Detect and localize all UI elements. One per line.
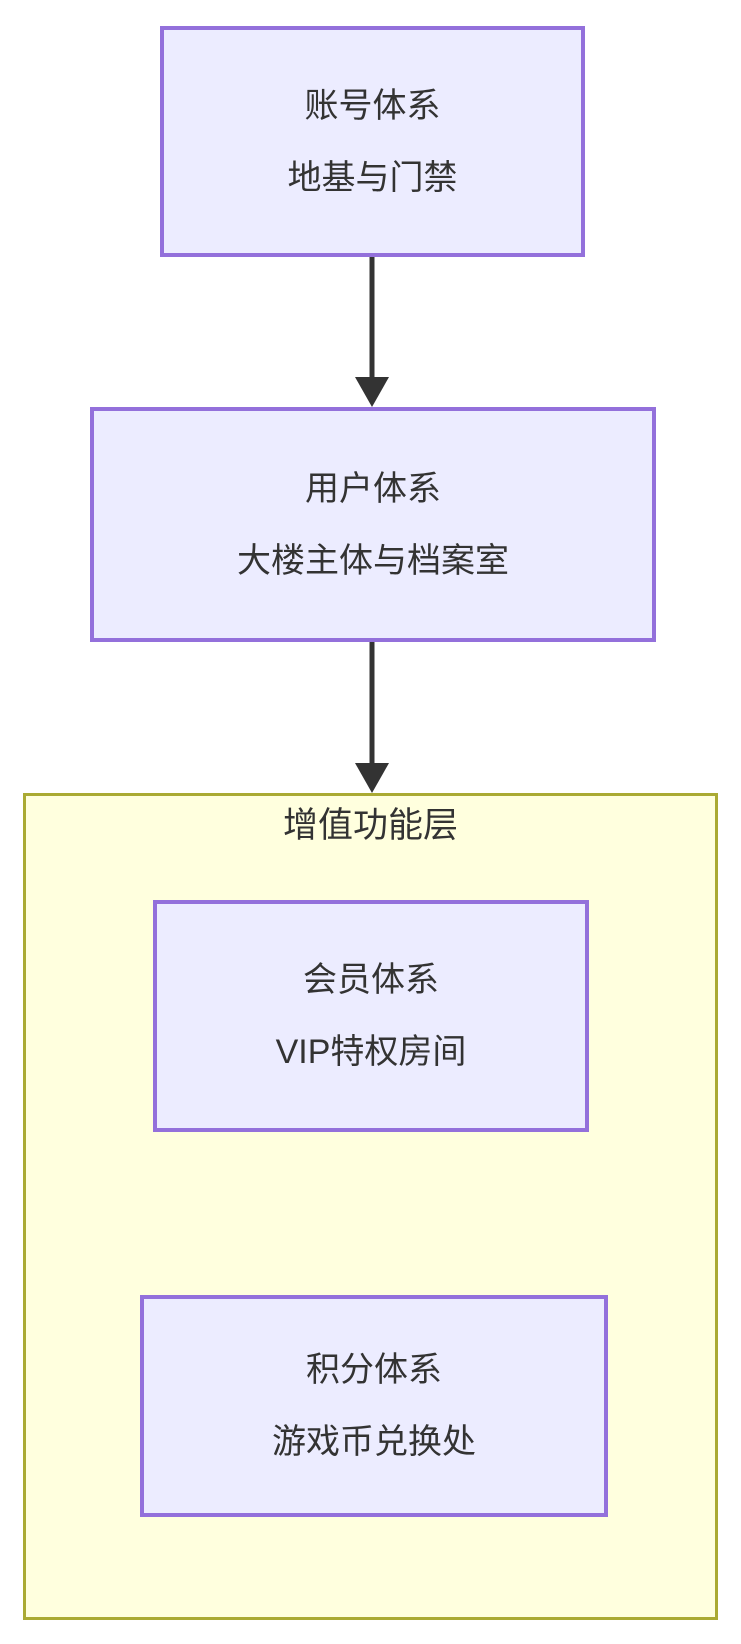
node-account-system: 账号体系 地基与门禁 bbox=[160, 26, 585, 257]
node-account-title: 账号体系 bbox=[304, 86, 441, 125]
edge-line bbox=[369, 257, 375, 379]
node-account-subtitle: 地基与门禁 bbox=[287, 158, 458, 197]
node-points-subtitle: 游戏币兑换处 bbox=[272, 1423, 476, 1461]
node-user-system: 用户体系 大楼主体与档案室 bbox=[90, 407, 656, 642]
node-member-system: 会员体系 VIP特权房间 bbox=[153, 900, 589, 1132]
node-user-subtitle: 大楼主体与档案室 bbox=[237, 541, 509, 580]
cluster-label: 增值功能层 bbox=[282, 806, 458, 845]
edge-line bbox=[369, 642, 375, 765]
arrow-down-icon bbox=[355, 377, 389, 407]
edge-account-to-user bbox=[352, 257, 392, 407]
node-points-title: 积分体系 bbox=[306, 1351, 442, 1389]
node-points-system: 积分体系 游戏币兑换处 bbox=[140, 1295, 608, 1517]
node-member-title: 会员体系 bbox=[303, 961, 439, 999]
cluster-value-added-layer: 增值功能层 会员体系 VIP特权房间 积分体系 游戏币兑换处 bbox=[23, 793, 718, 1620]
edge-user-to-cluster bbox=[352, 642, 392, 793]
arrow-down-icon bbox=[355, 763, 389, 793]
node-member-subtitle: VIP特权房间 bbox=[275, 1033, 467, 1071]
node-user-title: 用户体系 bbox=[305, 469, 441, 508]
